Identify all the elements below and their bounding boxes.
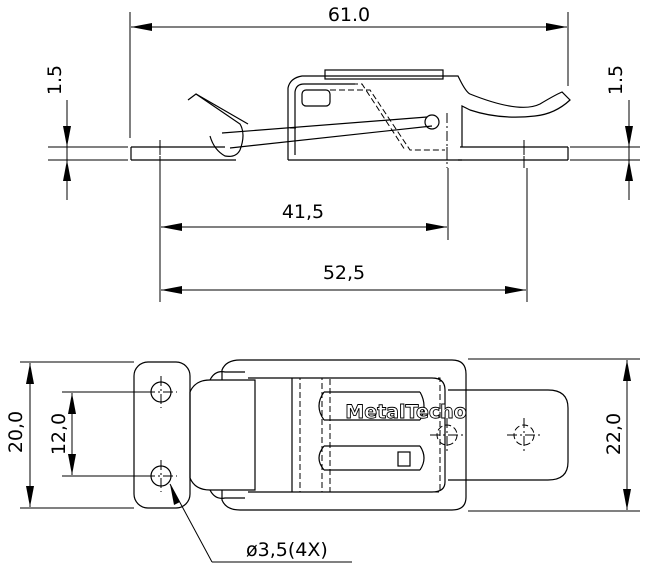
dimension-catch-width: 22,0	[468, 358, 640, 512]
top-lever: MetalTecho	[221, 359, 467, 511]
dim-hole-pitch-label: 41,5	[282, 201, 324, 223]
side-view: 61.0 1.5 1.5	[44, 4, 640, 302]
dim-hole-span-label: 52,5	[323, 262, 365, 284]
dim-thickness-left-label: 1.5	[44, 65, 66, 95]
dimension-thickness-left: 1.5	[44, 65, 128, 200]
dim-thickness-right-label: 1.5	[605, 65, 627, 95]
dimension-hole-spacing: 12,0	[48, 391, 150, 477]
side-hook	[187, 93, 440, 157]
dim-catch-width-label: 22,0	[603, 413, 625, 455]
hole-callout-label: ø3,5(4X)	[246, 539, 328, 561]
dim-hole-spacing-label: 12,0	[48, 413, 70, 455]
dimension-hole-span: 52,5	[161, 168, 528, 302]
top-base-plate	[133, 361, 191, 509]
dimension-hole-pitch: 41,5	[159, 168, 449, 302]
side-base-plates	[130, 146, 569, 161]
top-catch	[430, 389, 569, 481]
hole-callout: ø3,5(4X)	[169, 483, 352, 563]
brand-label: MetalTecho	[345, 401, 466, 423]
top-view: MetalTecho 20,0 12,0	[5, 358, 640, 563]
dimension-thickness-right: 1.5	[570, 65, 640, 200]
dim-overall-width-label: 20,0	[5, 411, 27, 453]
dimension-overall-width: 20,0	[5, 361, 134, 509]
top-hook	[189, 371, 256, 499]
side-lever	[159, 69, 571, 168]
dimension-overall-length: 61.0	[129, 4, 569, 138]
dim-overall-length-label: 61.0	[328, 4, 370, 26]
